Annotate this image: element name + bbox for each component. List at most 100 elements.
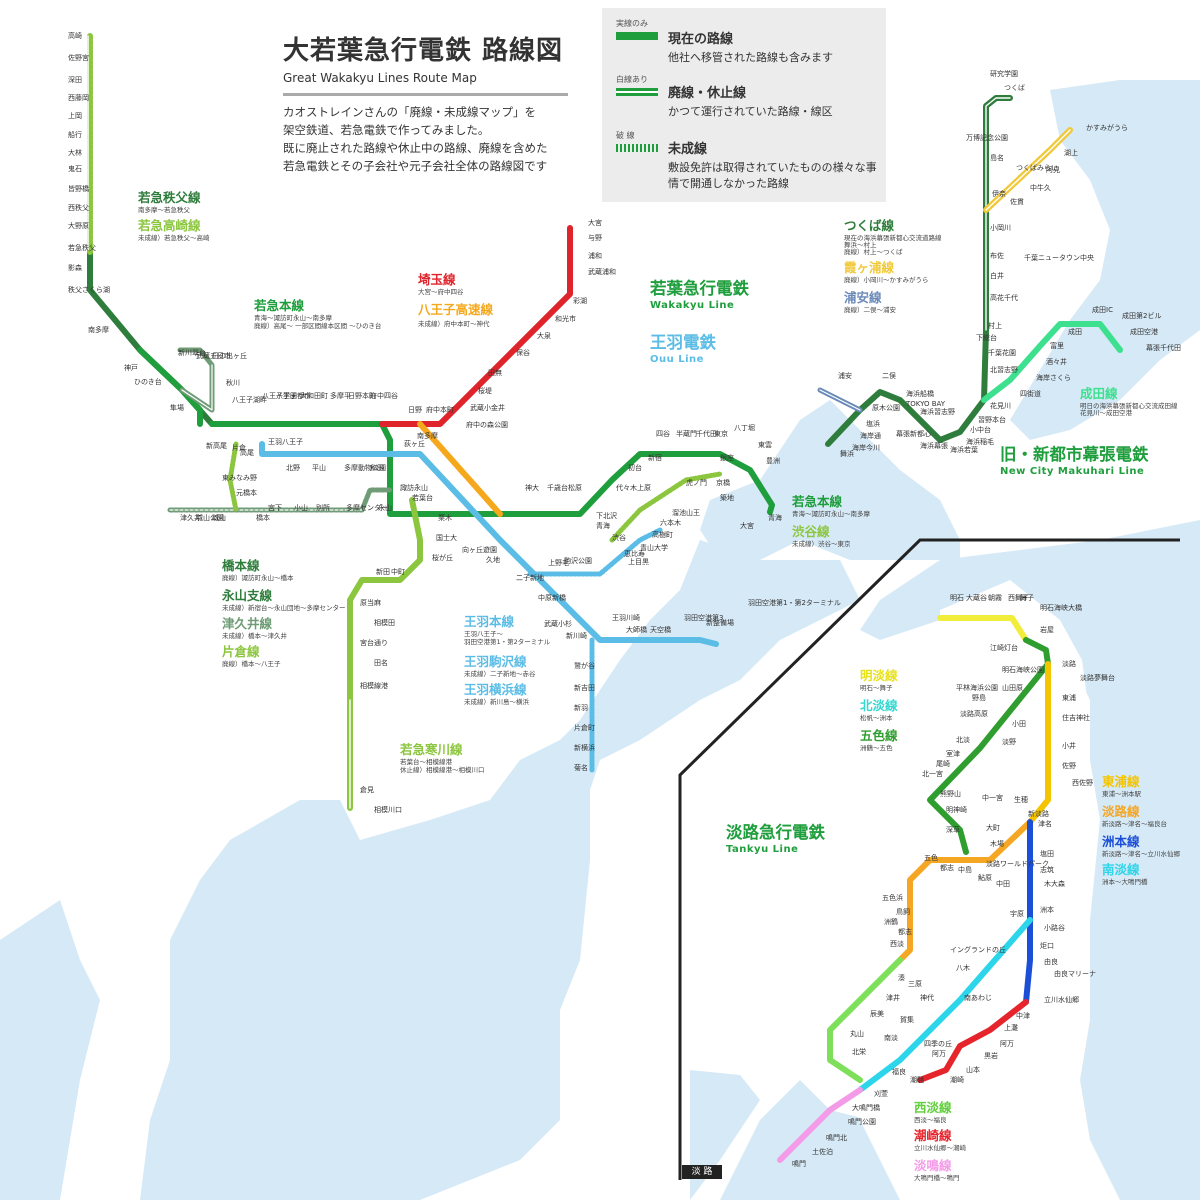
station-label: 相模川口 <box>374 805 402 814</box>
station-label: 六本木 <box>660 518 681 527</box>
station-label: 北栄 <box>852 1047 866 1056</box>
line-label-nantan: 南淡線 <box>1102 862 1140 877</box>
station-label: 浦安 <box>838 371 852 380</box>
line-samukawa <box>347 497 423 811</box>
station-label: 五色浜 <box>882 893 903 902</box>
station-label: 初台 <box>628 463 642 472</box>
awaji-network <box>777 615 1051 1163</box>
station-label: 八王子湖畔 <box>232 395 267 404</box>
station-label: 武蔵五日市 <box>196 351 231 360</box>
station-label: 諏訪永山 <box>400 483 428 492</box>
station-label: 船行 <box>68 130 82 139</box>
station-label: 土佐泊 <box>812 1147 833 1156</box>
line-sub-kasumigaura: 廃線）小岡川〜かすみがうら <box>844 276 929 284</box>
line-shiozaki <box>917 999 1029 1083</box>
station-label: 新羽 <box>574 703 588 712</box>
station-label: 元橋本 <box>236 488 257 497</box>
line-tsukuba-white <box>985 97 1011 331</box>
station-label: 住吉神社 <box>1062 713 1090 722</box>
line-label-shibuya: 渋谷線 <box>792 524 830 539</box>
company-tankyu-jp: 淡路急行電鉄 <box>726 823 825 842</box>
line-label-tanro: 淡路線 <box>1102 804 1140 819</box>
station-label: 二俣 <box>882 371 896 380</box>
station-label: 阿見 <box>1046 165 1060 174</box>
station-label: 洲鶴 <box>884 917 898 926</box>
station-label: 大泉 <box>537 331 551 340</box>
boundary-label-awaji: 淡 路 <box>682 1165 722 1179</box>
line-sub-honsen-east: 青海〜諏訪町永山〜南多摩 <box>792 510 870 518</box>
station-label: 刈萱 <box>874 1089 888 1098</box>
station-label: 大師橋 <box>626 625 647 634</box>
station-label: 城山 <box>212 513 226 522</box>
station-label: 日の出ヶ丘 <box>212 351 247 360</box>
station-label: 幕張千代田 <box>1146 343 1181 352</box>
station-label: 成田空港 <box>1130 327 1158 336</box>
station-label: 西舞子 <box>1008 593 1029 602</box>
station-label: 鳴門公園 <box>848 1117 876 1126</box>
line-sub-yokohama: 未成線）新川島〜横浜 <box>464 698 529 706</box>
station-label: 八丁堀 <box>734 423 755 432</box>
line-sub-toura: 東浦〜洲本駅 <box>1102 790 1141 798</box>
station-label: 新吉田 <box>574 683 595 692</box>
line-sub-ouu-honsen-2: 羽田空港第1・第2ターミナル <box>464 638 551 646</box>
station-label: 別所 <box>316 503 330 512</box>
station-label: 山本 <box>966 1065 980 1074</box>
station-label: 野島 <box>972 693 986 702</box>
station-label: 松原 <box>568 483 582 492</box>
line-sub-meitan: 明石〜舞子 <box>860 684 893 692</box>
station-label: 幕張新都心 <box>896 429 931 438</box>
line-sub-narita-2: 花見川〜成田空港 <box>1080 409 1132 417</box>
station-label: 室津 <box>946 749 960 758</box>
line-goshiki <box>927 637 1051 855</box>
station-label: 津井 <box>886 993 900 1002</box>
line-sub-nantan: 洲本〜大鳴門橋 <box>1102 878 1148 886</box>
station-label: 田無 <box>488 368 502 377</box>
station-label: 桜が丘 <box>432 553 453 562</box>
station-label: 賀集 <box>900 1015 914 1024</box>
line-sub-hashimoto: 廃線）諏訪町永山〜橋本 <box>222 574 294 582</box>
station-label: ひのき台 <box>134 377 162 386</box>
station-label: 江崎灯台 <box>990 643 1018 652</box>
makuhari-network <box>817 95 1123 447</box>
station-label: 新川崎 <box>566 631 587 640</box>
station-label: 辰美 <box>870 1009 884 1018</box>
station-label: 新田 <box>376 567 390 576</box>
line-label-saitama: 埼玉線 <box>418 272 456 287</box>
station-label: 小田 <box>1012 719 1026 728</box>
station-label: 淡路夢舞台 <box>1080 673 1115 682</box>
station-label: 志筑 <box>1040 865 1054 874</box>
station-label: 府中本町 <box>426 405 454 414</box>
line-nantan <box>857 917 1033 1093</box>
station-label: 鳥飼 <box>896 907 910 916</box>
station-label: 原木公園 <box>872 403 900 412</box>
legend-title-current: 現在の路線 <box>668 32 734 47</box>
description-line: 若急電鉄とその子会社や元子会社全体の路線図です <box>283 159 548 173</box>
station-label: 南多摩 <box>88 325 109 334</box>
station-label: 新横浜 <box>574 743 595 752</box>
station-label: 新淡路 <box>1028 809 1049 818</box>
station-label: 潮崎 <box>950 1075 964 1084</box>
line-komazawa <box>527 527 663 577</box>
line-sub-katakura: 廃線）橋本〜八王子 <box>222 660 281 668</box>
station-label: 与野 <box>588 234 602 242</box>
line-toura <box>1027 661 1051 825</box>
line-label-goshiki: 五色線 <box>860 728 898 743</box>
station-label: 富里 <box>1050 341 1064 350</box>
station-label: 八王子 <box>276 392 297 400</box>
station-label: 津久井 <box>180 513 201 522</box>
station-label: 保谷 <box>516 348 530 357</box>
company-makuhari-en: New City Makuhari Line <box>1000 466 1145 477</box>
line-label-meitan: 明淡線 <box>860 668 898 683</box>
company-tankyu-en: Tankyu Line <box>726 844 799 855</box>
legend-title-abandoned: 廃線・休止線 <box>668 86 747 101</box>
line-sub-tsukuba-2: 舞浜〜村上 <box>844 241 877 249</box>
line-tanro <box>897 819 1033 963</box>
line-sub-takasaki: 未成線）若急秩父〜高崎 <box>138 234 210 242</box>
station-label: 北野 <box>286 464 300 472</box>
line-sub-samukawa: 若葉台〜相模線港 <box>400 758 452 766</box>
station-label: 明石海峡公園 <box>1002 665 1044 674</box>
line-label-honsen: 若急本線 <box>254 298 305 313</box>
station-label: 由良 <box>1044 957 1058 966</box>
